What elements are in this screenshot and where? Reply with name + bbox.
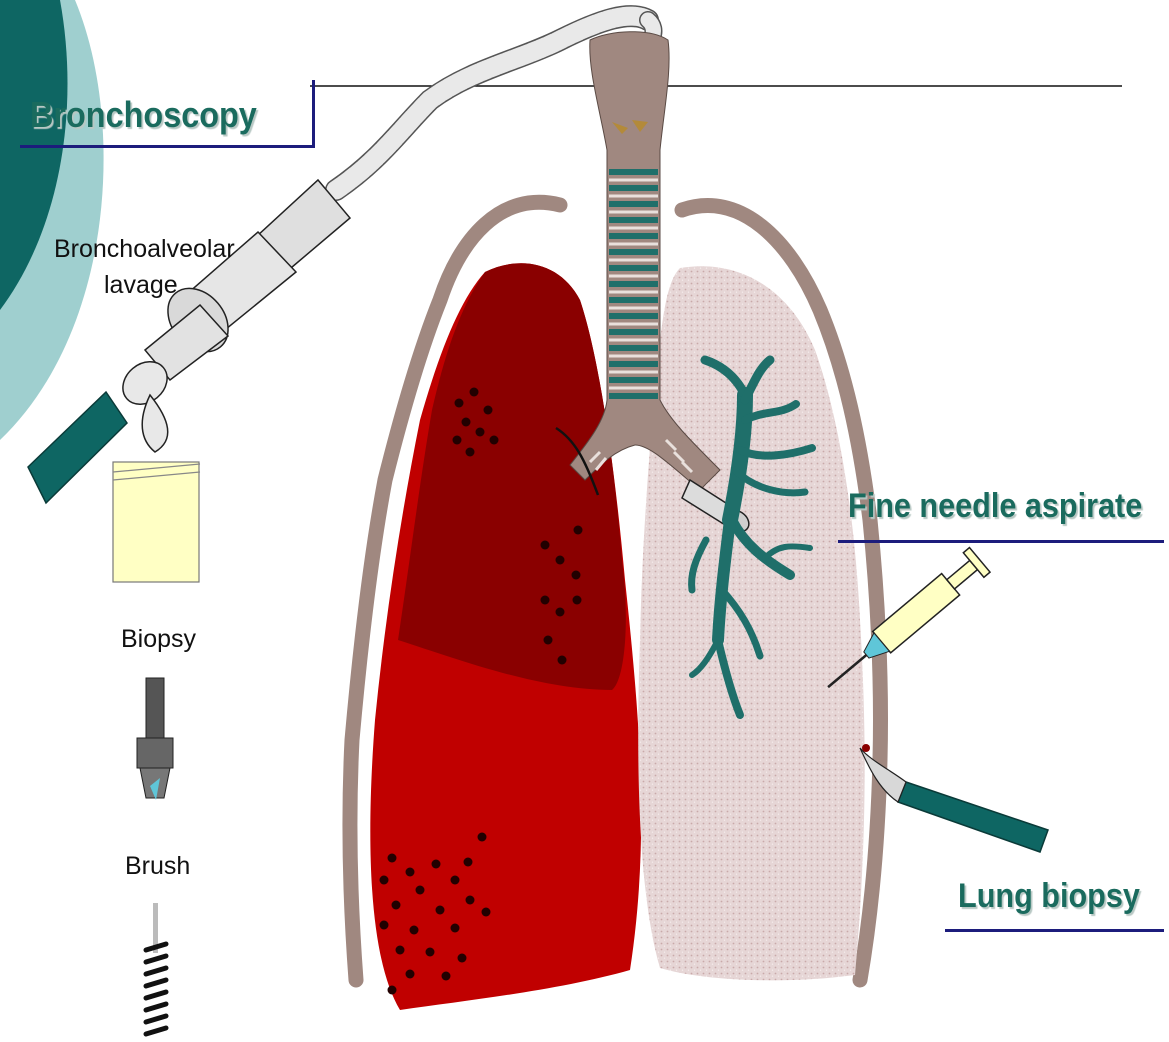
bronchoalveolar-label-line2: lavage xyxy=(104,270,178,301)
biopsy-label: Biopsy xyxy=(121,624,196,655)
bronchoscopy-heading: Bronchoscopy xyxy=(30,94,257,136)
brush-tool xyxy=(146,903,166,1034)
fine-needle-aspirate-heading: Fine needle aspirate xyxy=(848,487,1142,526)
bronchoscope-body xyxy=(114,180,350,452)
fine-needle-aspirate-underline xyxy=(838,540,1164,543)
bronchoalveolar-label-line1: Bronchoalveolar xyxy=(54,234,235,265)
biopsy-forceps xyxy=(137,678,173,800)
background-arcs xyxy=(0,0,104,440)
lung-biopsy-heading: Lung biopsy xyxy=(958,877,1140,916)
bronchoscopy-underline-riser xyxy=(312,80,315,148)
specimen-jar xyxy=(113,462,200,582)
lung-biopsy-underline xyxy=(945,929,1164,932)
brush-label: Brush xyxy=(125,851,190,882)
bronchoscope-handle xyxy=(28,392,127,503)
scalpel xyxy=(860,744,1048,852)
right-lung xyxy=(638,266,864,980)
bronchoscopy-underline xyxy=(20,145,315,148)
